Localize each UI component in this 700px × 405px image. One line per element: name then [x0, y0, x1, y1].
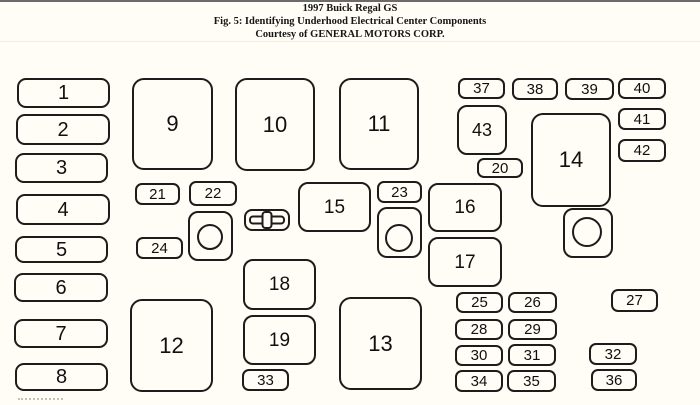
component-box-16: 16	[428, 183, 502, 232]
component-box-20: 20	[477, 158, 523, 178]
component-box-39: 39	[565, 78, 614, 100]
component-box-35: 35	[507, 370, 556, 392]
component-box-22: 22	[189, 181, 237, 206]
relay-box-under-23	[377, 207, 422, 258]
component-box-40: 40	[618, 78, 666, 99]
component-box-38: 38	[512, 78, 558, 100]
component-box-17: 17	[428, 237, 502, 287]
component-box-36: 36	[591, 369, 637, 391]
component-box-15: 15	[298, 182, 371, 232]
relay-box-under-22	[188, 211, 233, 261]
relay-box-under-14	[563, 208, 613, 258]
fuse-puller-icon	[244, 209, 290, 231]
component-box-41: 41	[618, 108, 666, 130]
component-box-33: 33	[242, 369, 289, 391]
component-box-18: 18	[243, 259, 316, 310]
component-box-14: 14	[531, 113, 611, 207]
component-box-30: 30	[455, 345, 503, 366]
component-box-26: 26	[508, 292, 557, 313]
component-box-3: 3	[15, 153, 108, 183]
component-box-8: 8	[15, 363, 108, 391]
component-box-13: 13	[339, 297, 422, 390]
component-box-42: 42	[618, 139, 666, 162]
component-box-27: 27	[611, 289, 658, 312]
component-box-1: 1	[17, 78, 110, 108]
component-box-31: 31	[508, 344, 556, 366]
component-box-28: 28	[455, 319, 503, 340]
header-separator	[0, 41, 700, 42]
component-box-34: 34	[455, 370, 503, 392]
margin-dotted-mark	[18, 398, 63, 400]
component-box-32: 32	[589, 343, 637, 365]
courtesy-line: Courtesy of GENERAL MOTORS CORP.	[255, 29, 445, 40]
page-title: 1997 Buick Regal GS	[302, 3, 398, 14]
component-box-9: 9	[132, 78, 213, 170]
component-box-11: 11	[339, 78, 419, 170]
relay-circle-symbol	[572, 217, 602, 247]
component-box-5: 5	[15, 236, 108, 263]
component-box-2: 2	[16, 114, 110, 145]
component-box-6: 6	[14, 273, 108, 302]
component-box-23: 23	[377, 181, 422, 203]
component-box-7: 7	[14, 319, 108, 348]
component-box-29: 29	[508, 319, 557, 340]
top-border-bar	[0, 0, 700, 2]
figure-caption: Fig. 5: Identifying Underhood Electrical…	[213, 16, 487, 27]
component-box-21: 21	[135, 183, 180, 205]
component-box-12: 12	[130, 299, 213, 392]
component-box-43: 43	[457, 105, 507, 155]
component-box-24: 24	[136, 237, 183, 259]
component-box-25: 25	[456, 292, 503, 313]
relay-circle-symbol	[385, 224, 413, 252]
component-box-19: 19	[243, 315, 316, 365]
component-box-37: 37	[458, 78, 505, 99]
component-box-10: 10	[235, 78, 315, 171]
component-box-4: 4	[16, 194, 110, 225]
relay-circle-symbol	[197, 224, 223, 250]
